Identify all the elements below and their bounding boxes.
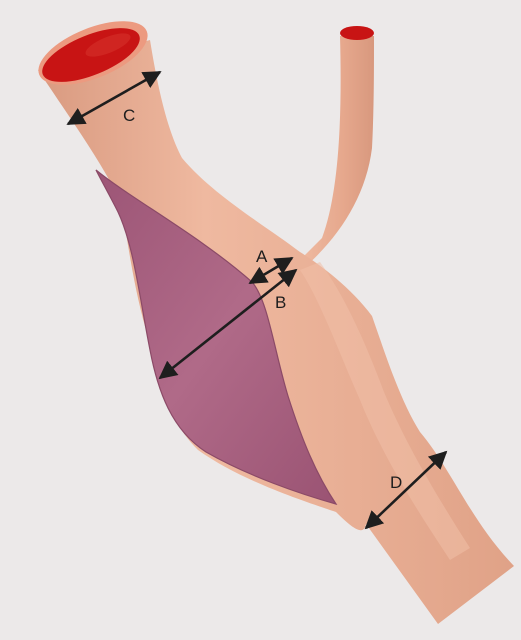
label-a: A	[256, 247, 268, 266]
external-carotid-branch	[296, 36, 374, 268]
external-carotid-lumen	[340, 26, 374, 40]
label-c: C	[123, 106, 135, 125]
label-d: D	[390, 473, 402, 492]
label-b: B	[275, 293, 286, 312]
